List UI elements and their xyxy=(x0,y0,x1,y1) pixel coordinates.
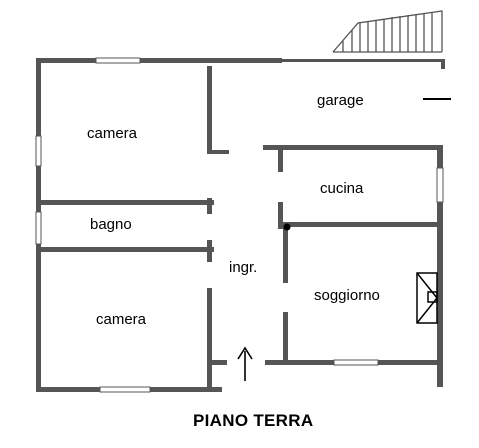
room-label-camera-top: camera xyxy=(87,125,138,142)
window-camera-bottom xyxy=(99,386,151,393)
up-arrow-icon xyxy=(237,346,253,381)
window-cucina-right xyxy=(436,167,444,203)
room-label-camera-bottom: camera xyxy=(96,311,147,328)
window-camera-left xyxy=(35,135,42,167)
wall-soggiorno-left xyxy=(283,227,288,283)
wall-bagno-bottom-jamb xyxy=(207,240,212,262)
window-soggiorno-bottom xyxy=(333,359,379,366)
step-bottom-right xyxy=(437,365,443,387)
room-label-soggiorno: soggiorno xyxy=(314,287,380,304)
wall-camera-top-right-return xyxy=(207,150,229,154)
room-label-bagno: bagno xyxy=(90,216,132,233)
wall-camera-top-right xyxy=(207,66,212,154)
wall-garage-top xyxy=(282,59,445,62)
room-label-garage: garage xyxy=(317,92,364,109)
wall-bagno-top-jamb xyxy=(207,198,212,214)
wall-camera-bottom-foot xyxy=(207,360,227,365)
wall-camera-bottom-right xyxy=(207,288,212,392)
room-label-ingresso: ingr. xyxy=(229,259,258,276)
wall-cucina-soggiorno xyxy=(278,222,438,227)
wall-bagno-top xyxy=(41,200,214,205)
door-pivot xyxy=(283,223,291,231)
wall-soggiorno-left-lower xyxy=(283,312,288,364)
room-label-cucina: cucina xyxy=(320,180,364,197)
window-bagno-left xyxy=(35,211,42,245)
stairs-icon xyxy=(332,10,443,53)
fireplace-icon xyxy=(416,272,438,324)
wall-bagno-bottom xyxy=(41,247,214,252)
window-camera-top xyxy=(95,57,141,64)
wall-block-right xyxy=(437,145,443,387)
wall-cucina-top xyxy=(263,145,443,150)
plan-title: PIANO TERRA xyxy=(193,411,314,430)
wall-garage-right-stub xyxy=(441,59,445,69)
wall-outer-top xyxy=(36,58,282,63)
wall-cucina-left-lower xyxy=(278,202,283,229)
wall-cucina-left xyxy=(278,150,283,172)
